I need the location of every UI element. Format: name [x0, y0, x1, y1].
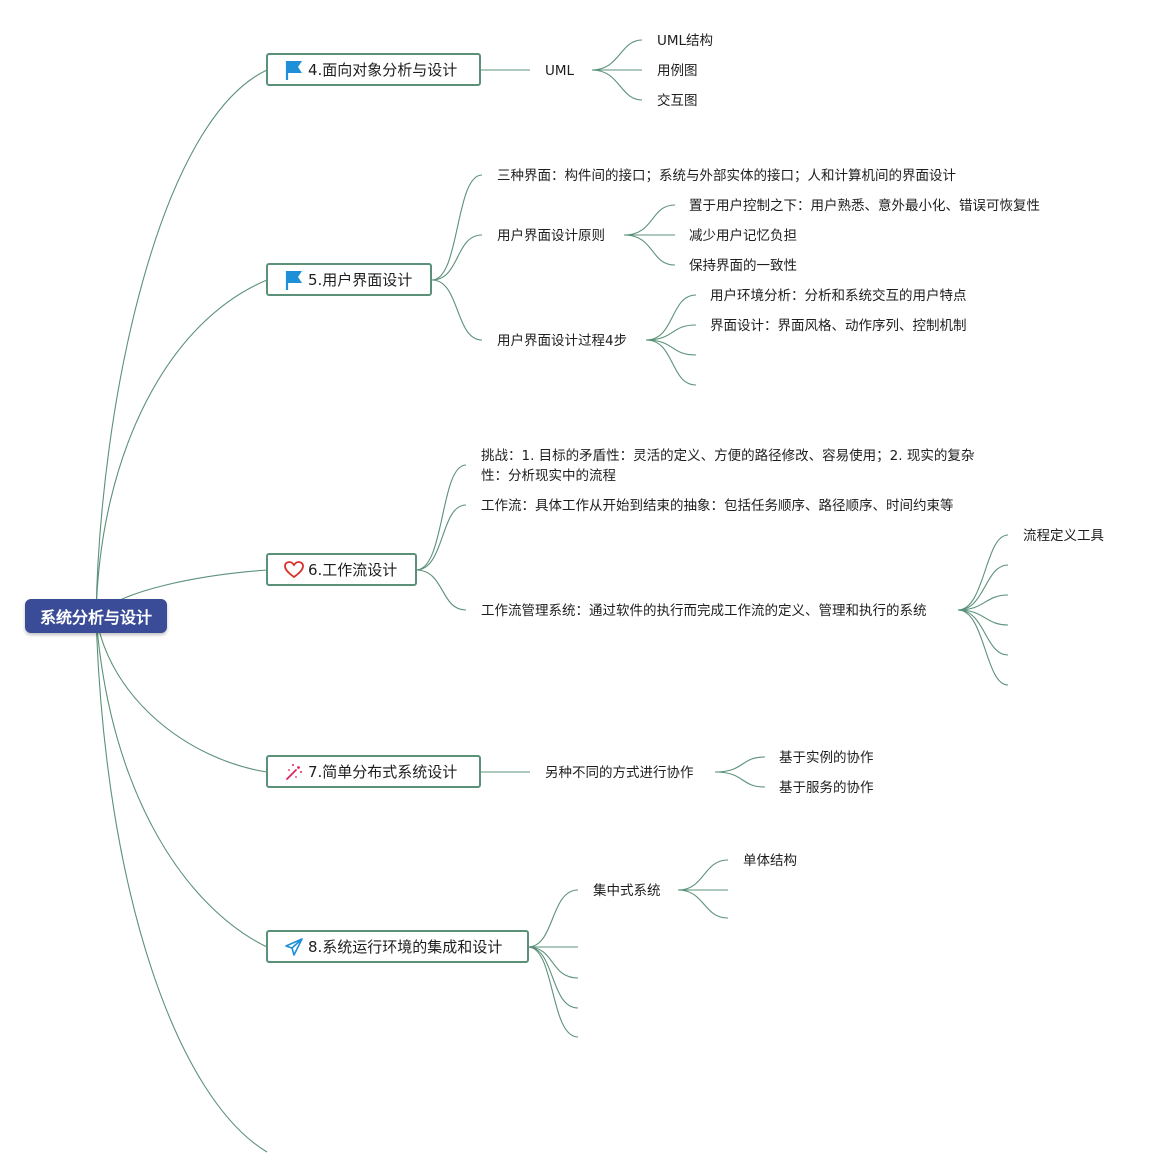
topic-5-user-interface[interactable]: 5.用户界面设计	[266, 263, 432, 296]
process-definition-tool[interactable]: 流程定义工具	[1023, 528, 1104, 544]
topic-label: 7.简单分布式系统设计	[308, 763, 458, 781]
uml-node[interactable]: UML	[545, 63, 575, 79]
principle-user-control[interactable]: 置于用户控制之下：用户熟悉、意外最小化、错误可恢复性	[689, 198, 1040, 214]
topic-label: 4.面向对象分析与设计	[308, 61, 458, 79]
three-interfaces[interactable]: 三种界面：构件间的接口；系统与外部实体的接口；人和计算机间的界面设计	[497, 168, 956, 184]
workflow-management-system[interactable]: 工作流管理系统：通过软件的执行而完成工作流的定义、管理和执行的系统	[481, 603, 927, 619]
topic-7-distributed-system[interactable]: 7.简单分布式系统设计	[266, 755, 481, 788]
magic-wand-icon	[284, 761, 304, 783]
centralized-system[interactable]: 集中式系统	[593, 883, 661, 899]
paper-plane-icon	[284, 936, 304, 958]
topic-8-runtime-environment[interactable]: 8.系统运行环境的集成和设计	[266, 930, 529, 963]
workflow-definition[interactable]: 工作流：具体工作从开始到结束的抽象：包括任务顺序、路径顺序、时间约束等	[481, 498, 954, 514]
ui-design-process[interactable]: 用户界面设计过程4步	[497, 333, 628, 349]
use-case-diagram[interactable]: 用例图	[657, 63, 698, 79]
topic-label: 5.用户界面设计	[308, 271, 413, 289]
uml-structure[interactable]: UML结构	[657, 33, 714, 49]
principle-memory[interactable]: 减少用户记忆负担	[689, 228, 797, 244]
principle-consistency[interactable]: 保持界面的一致性	[689, 258, 797, 274]
flag-icon	[284, 269, 304, 291]
flag-icon	[284, 59, 304, 81]
heart-icon	[284, 559, 304, 581]
topic-label: 8.系统运行环境的集成和设计	[308, 938, 503, 956]
instance-based-collaboration[interactable]: 基于实例的协作	[779, 750, 874, 766]
workflow-challenge[interactable]: 挑战：1. 目标的矛盾性：灵活的定义、方便的路径修改、容易使用；2. 现实的复杂…	[481, 448, 975, 484]
root-label: 系统分析与设计	[39, 608, 152, 627]
topic-label: 6.工作流设计	[308, 561, 398, 579]
process-user-analysis[interactable]: 用户环境分析：分析和系统交互的用户特点	[710, 288, 967, 304]
collaboration-methods[interactable]: 另种不同的方式进行协作	[545, 765, 694, 781]
monolithic-structure[interactable]: 单体结构	[743, 853, 797, 869]
process-interface-design[interactable]: 界面设计：界面风格、动作序列、控制机制	[710, 318, 967, 334]
interaction-diagram[interactable]: 交互图	[657, 93, 698, 109]
service-based-collaboration[interactable]: 基于服务的协作	[779, 780, 874, 796]
topic-6-workflow[interactable]: 6.工作流设计	[266, 553, 417, 586]
topic-4-object-oriented[interactable]: 4.面向对象分析与设计	[266, 53, 481, 86]
root-topic[interactable]: 系统分析与设计	[25, 599, 167, 633]
ui-design-principles[interactable]: 用户界面设计原则	[497, 228, 605, 244]
